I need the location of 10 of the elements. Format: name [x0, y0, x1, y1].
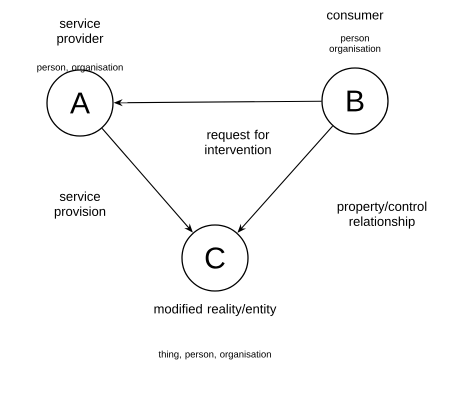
node-caption: thing, person, organisation — [158, 350, 271, 360]
node-caption: consumer — [327, 12, 384, 20]
node-caption: modified reality/entity — [154, 304, 276, 316]
circle-node: B — [321, 67, 389, 135]
edge-label: property/control relationship — [338, 201, 426, 229]
edge-label: request for intervention — [205, 130, 271, 154]
node-caption: person organisation — [330, 36, 380, 54]
node-caption: service provider — [57, 18, 104, 46]
circle-node: C — [181, 224, 249, 292]
edge-label: service provision — [54, 191, 106, 219]
